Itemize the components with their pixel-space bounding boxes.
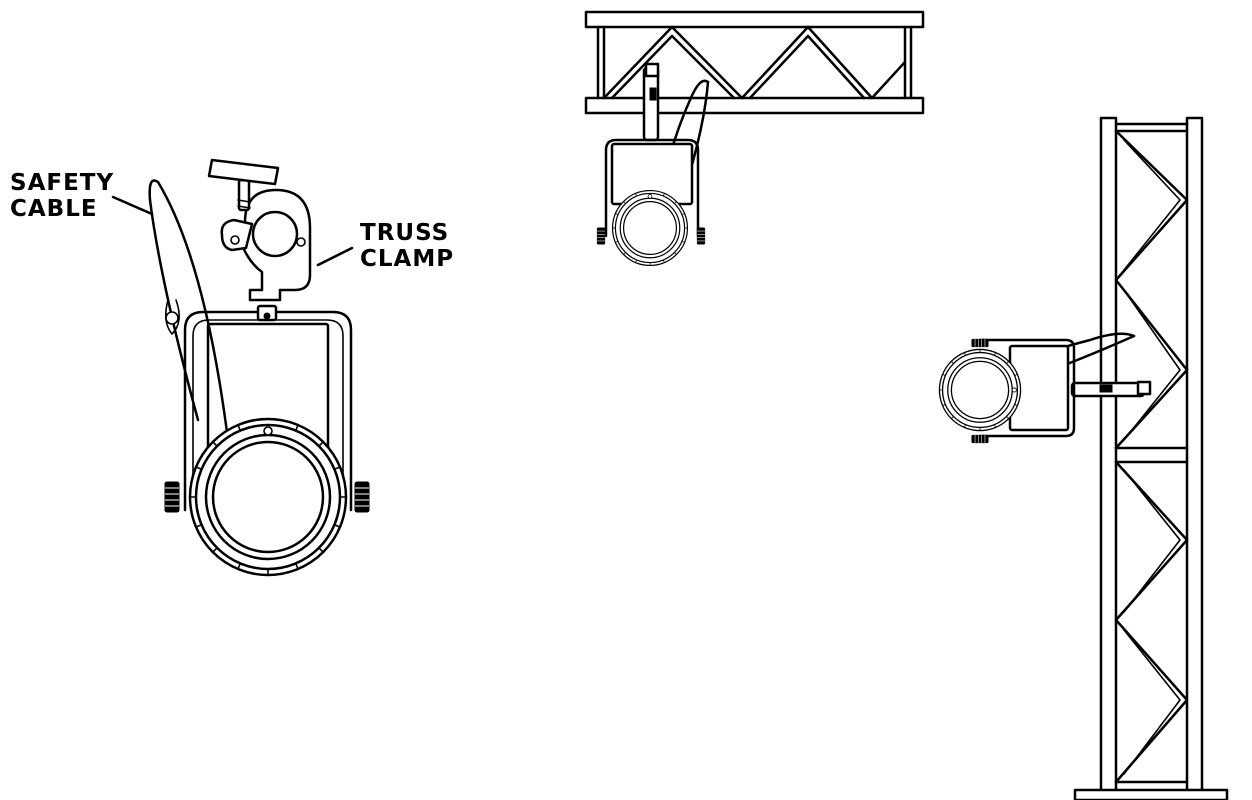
fixture-front-view — [148, 158, 370, 577]
safety-cable-label-line1: SAFETY — [10, 170, 115, 196]
truss-clamp-label-line1: TRUSS — [360, 220, 450, 246]
truss-clamp-leader — [316, 246, 354, 267]
safety-cable-leader — [111, 195, 154, 216]
truss-clamp — [207, 158, 312, 302]
fixture-lens — [188, 417, 348, 577]
safety-cable — [148, 179, 230, 442]
safety-cable-label: SAFETY CABLE — [10, 170, 114, 222]
truss-clamp-label-line2: CLAMP — [360, 246, 455, 272]
truss-clamp-label: TRUSS CLAMP — [360, 220, 454, 272]
vertical-truss-mount — [938, 116, 1229, 800]
safety-cable-label-line2: CABLE — [10, 196, 98, 222]
horizontal-truss-mount — [584, 10, 925, 267]
